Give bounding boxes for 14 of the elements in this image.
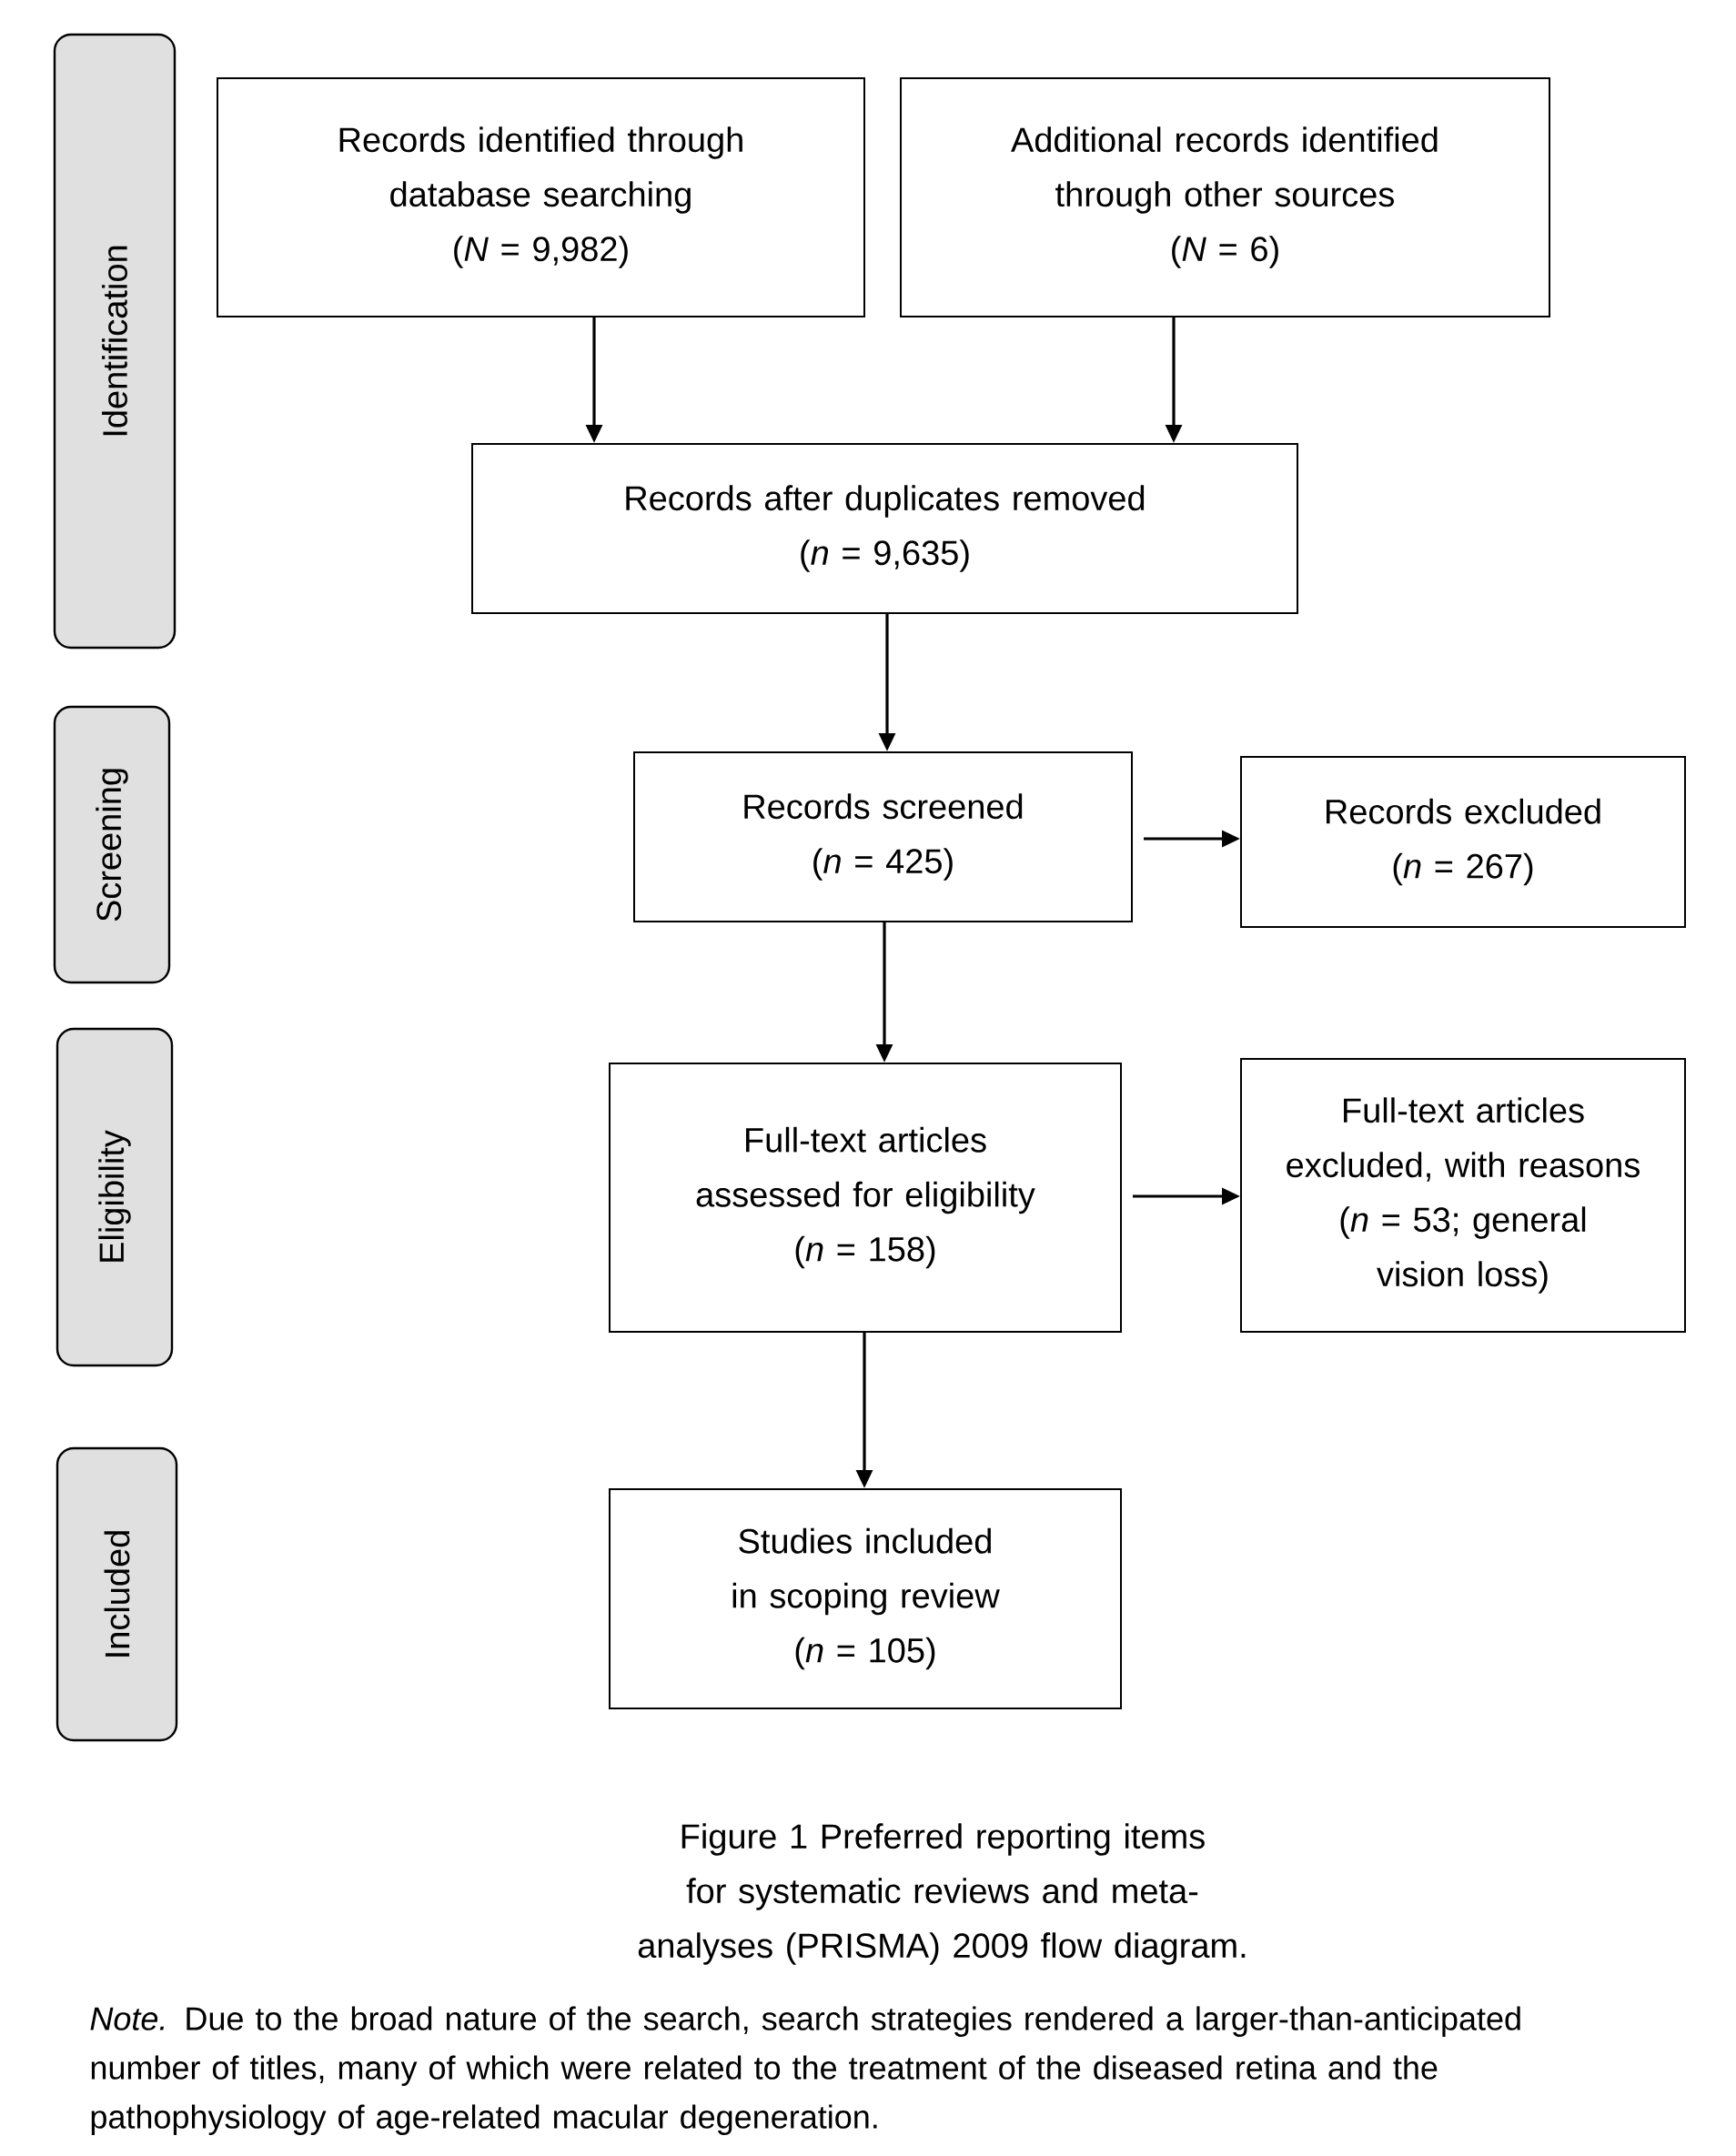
process-box: Additional records identified through other sources (N = 6) xyxy=(900,77,1550,317)
phase-band: Screening xyxy=(53,705,171,984)
caption: Figure 1 Preferred reporting items for systematic reviews and meta-analyses (PRISMA) 2009 flow diagram. xyxy=(638,1823,1246,1965)
process-box: Records after duplicates removed (n = 9,635) xyxy=(471,443,1298,614)
process-box: Records screened (n = 425) xyxy=(633,751,1133,922)
phase-band: Identification xyxy=(53,33,177,650)
process-box: Studies included in scoping review (n = 105) xyxy=(609,1488,1122,1709)
process-box: Full-text articles assessed for eligibility (n = 158) xyxy=(609,1063,1122,1333)
process-box: Full-text articles excluded, with reasons (n = 53; general vision loss) xyxy=(1240,1058,1686,1333)
process-box: Records identified through database searching (N = 9,982) xyxy=(217,77,865,317)
note: Note. Due to the broad nature of the search, search strategies rendered a larger-than-anticipated number of titles, many of which were related to the treatment of the diseased retina and the pathophysiology of age-related macular degeneration. xyxy=(90,2006,1520,2135)
phase-band: Included xyxy=(56,1446,178,1742)
phase-band: Eligibility xyxy=(56,1027,174,1367)
process-box: Records excluded (n = 267) xyxy=(1240,756,1686,928)
